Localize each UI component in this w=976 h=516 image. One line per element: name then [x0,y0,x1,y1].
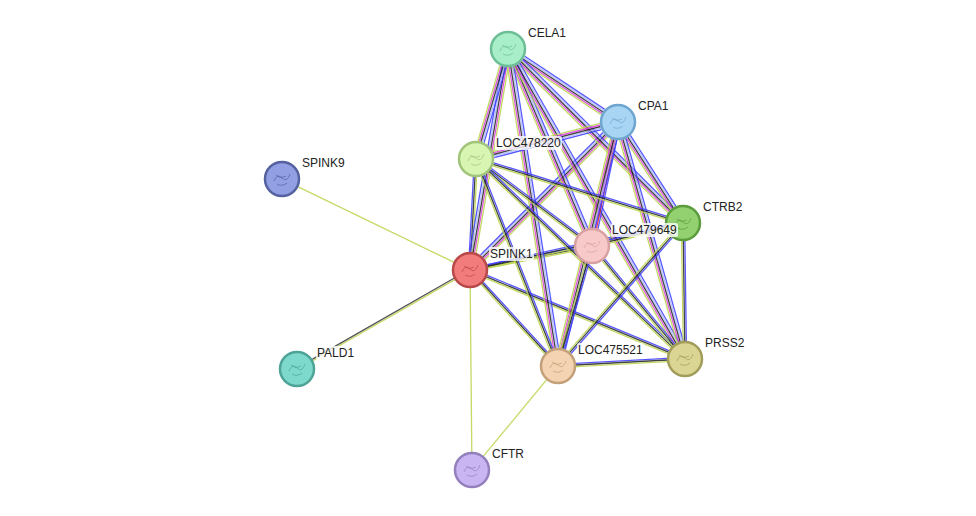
interaction-edge [493,123,602,157]
evidence-line [494,163,667,216]
interaction-edge [576,358,667,366]
node-label: CPA1 [637,99,669,113]
evidence-line [494,130,601,158]
evidence-line [493,125,600,153]
evidence-line [494,128,601,156]
node-label: CELA1 [527,26,567,40]
evidence-line [682,241,683,341]
protein-node: LOC478220 [458,141,494,177]
interaction-edge [470,288,472,452]
evidence-line [493,164,666,217]
evidence-line [623,139,680,341]
evidence-line [493,123,600,151]
protein-node: CELA1 [490,31,526,67]
node-label: LOC478220 [495,136,562,150]
node-label: CFTR [491,447,525,461]
evidence-line [562,140,613,349]
evidence-line [483,67,505,143]
node-circle [452,252,488,288]
evidence-line [576,362,667,367]
evidence-line [625,139,671,210]
evidence-line [298,187,454,262]
node-label: SPINK9 [301,156,346,170]
evidence-line [481,66,503,141]
evidence-line [564,264,588,349]
node-label: SPINK1 [489,247,534,261]
node-circle [490,31,526,67]
evidence-line [493,127,600,155]
evidence-line [488,173,671,348]
protein-node: PALD1 [279,351,315,387]
protein-node: SPINK9 [264,161,300,197]
node-label: LOC475521 [577,343,644,357]
evidence-line [484,380,547,456]
node-circle [264,161,300,197]
interaction-edge [493,163,667,219]
node-circle [454,452,490,488]
interaction-edge [298,187,454,262]
node-circle [540,348,576,384]
evidence-line [565,140,616,349]
protein-node: LOC479649 [574,228,610,264]
protein-node: PRSS2 [667,341,703,377]
evidence-line [483,176,552,350]
evidence-line [493,166,666,219]
evidence-line [312,278,454,359]
node-label: PRSS2 [704,336,745,350]
evidence-line [481,176,550,350]
node-label: CTRB2 [702,200,743,214]
node-circle [574,228,610,264]
interaction-edge [484,380,547,456]
evidence-line [484,67,506,142]
interaction-edge [488,170,673,347]
interaction-edge [478,65,506,142]
protein-node: LOC475521 [540,348,576,384]
node-circle [667,341,703,377]
node-label: PALD1 [316,346,355,360]
evidence-line [564,140,615,349]
evidence-line [313,280,455,361]
evidence-line [626,138,672,209]
protein-node: CFTR [454,452,490,488]
node-circle [600,104,636,140]
interaction-edge [682,241,687,341]
evidence-line [478,65,500,140]
evidence-line [561,139,612,348]
evidence-line [482,283,546,352]
node-circle [458,141,494,177]
evidence-line [489,171,672,346]
node-label: LOC479649 [611,223,678,237]
protein-node: CPA1 [600,104,636,140]
evidence-line [509,67,553,349]
evidence-line [470,288,472,452]
protein-node: SPINK1 [452,252,488,288]
interaction-edge [312,278,455,361]
node-circle [279,351,315,387]
evidence-line [480,66,502,142]
interaction-edge [620,139,683,343]
